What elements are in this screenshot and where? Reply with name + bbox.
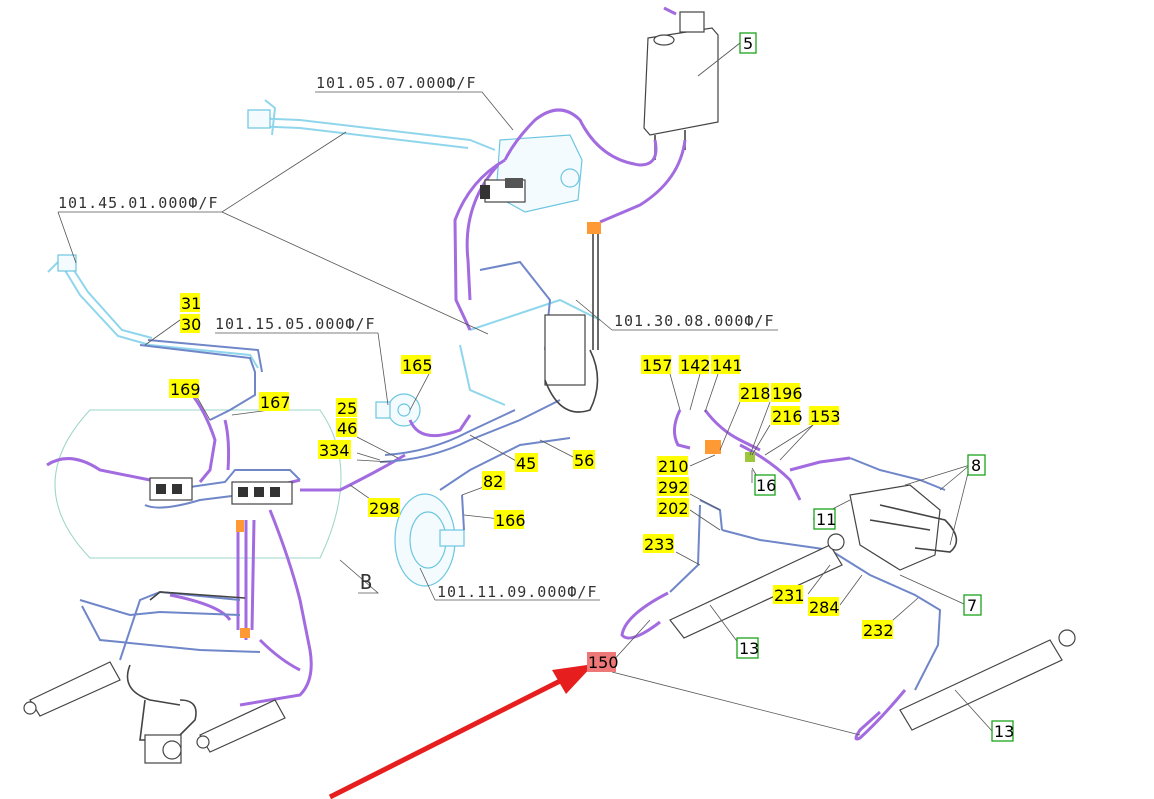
callout-298: 298 — [368, 498, 400, 518]
callout-157: 157 — [641, 355, 673, 375]
svg-text:31: 31 — [181, 294, 201, 313]
svg-text:8: 8 — [971, 456, 981, 475]
callout-284: 284 — [808, 597, 840, 617]
callout-232: 232 — [862, 620, 894, 640]
callout-216: 216 — [771, 406, 803, 426]
svg-text:232: 232 — [863, 621, 894, 640]
svg-text:157: 157 — [642, 356, 673, 375]
svg-text:13: 13 — [994, 722, 1014, 741]
svg-text:169: 169 — [170, 380, 201, 399]
callout-210: 210 — [657, 456, 689, 476]
svg-text:7: 7 — [967, 596, 977, 615]
callout-153: 153 — [809, 406, 841, 426]
callout-7: 7 — [963, 594, 982, 616]
svg-text:202: 202 — [658, 499, 689, 518]
callout-8: 8 — [967, 454, 986, 476]
svg-text:167: 167 — [260, 393, 291, 412]
purple-hoses — [46, 108, 907, 741]
svg-text:218: 218 — [740, 384, 771, 403]
callout-196: 196 — [771, 383, 803, 403]
callout-169: 169 — [169, 379, 201, 399]
ref-label: 101.11.09.000Ф/F — [437, 583, 598, 601]
svg-text:292: 292 — [658, 478, 689, 497]
callout-25: 25 — [336, 398, 357, 418]
callout-167: 167 — [259, 392, 291, 412]
svg-text:284: 284 — [809, 598, 840, 617]
cyan-top-linkage — [247, 99, 496, 151]
callout-13: 13 — [736, 637, 759, 659]
svg-text:82: 82 — [483, 472, 503, 491]
callout-165: 165 — [401, 355, 433, 375]
dark-hoses — [126, 232, 599, 741]
callout-150: 150 — [587, 652, 619, 672]
callout-46: 46 — [336, 418, 357, 438]
svg-text:165: 165 — [402, 356, 433, 375]
callout-202: 202 — [657, 498, 689, 518]
callout-334: 334 — [318, 440, 351, 460]
callout-82: 82 — [482, 471, 505, 491]
ref-label: 101.45.01.000Ф/F — [58, 194, 219, 212]
svg-text:25: 25 — [337, 399, 357, 418]
callout-30: 30 — [180, 314, 201, 334]
blue-pipes — [79, 260, 946, 691]
svg-text:30: 30 — [181, 315, 201, 334]
bottom-pump — [144, 699, 197, 764]
cyan-left-linkage — [47, 254, 259, 369]
callout-142: 142 — [679, 355, 711, 375]
svg-text:231: 231 — [774, 586, 805, 605]
oil-tank — [643, 6, 719, 160]
svg-text:216: 216 — [772, 407, 803, 426]
svg-text:46: 46 — [337, 419, 357, 438]
callout-16: 16 — [754, 474, 776, 496]
callout-31: 31 — [180, 293, 201, 313]
svg-text:141: 141 — [712, 356, 743, 375]
ref-label: 101.30.08.000Ф/F — [614, 312, 775, 330]
svg-text:142: 142 — [680, 356, 711, 375]
callout-218: 218 — [739, 383, 771, 403]
valve-blocks — [149, 178, 755, 638]
svg-text:11: 11 — [816, 510, 836, 529]
svg-text:334: 334 — [319, 441, 350, 460]
svg-text:16: 16 — [756, 476, 776, 495]
svg-text:13: 13 — [739, 639, 759, 658]
right-bracket — [849, 484, 958, 571]
ref-label: 101.15.05.000Ф/F — [215, 315, 376, 333]
svg-text:153: 153 — [810, 407, 841, 426]
callout-141: 141 — [711, 355, 743, 375]
callout-292: 292 — [657, 477, 689, 497]
svg-text:210: 210 — [658, 457, 689, 476]
callout-5: 5 — [739, 32, 757, 54]
svg-text:196: 196 — [772, 384, 803, 403]
ref-label: 101.05.07.000Ф/F — [316, 74, 477, 92]
hydraulic-cylinders — [23, 533, 1076, 753]
callout-11: 11 — [813, 508, 836, 530]
reference-numbers: 101.05.07.000Ф/F 101.45.01.000Ф/F 101.15… — [58, 74, 775, 601]
cyan-disc-center — [375, 393, 421, 427]
svg-text:150: 150 — [588, 653, 619, 672]
callout-231: 231 — [773, 585, 805, 605]
yellow-callouts: 31 30 169 167 165 25 46 334 298 82 45 56… — [169, 293, 894, 640]
cyan-disc-bottom — [394, 493, 465, 587]
red-callouts: 150 — [587, 652, 619, 672]
svg-text:166: 166 — [495, 511, 526, 530]
svg-text:298: 298 — [369, 499, 400, 518]
section-label: B — [360, 570, 373, 594]
callout-45: 45 — [515, 453, 538, 473]
callout-233: 233 — [643, 534, 675, 554]
svg-text:233: 233 — [644, 535, 675, 554]
callout-56: 56 — [573, 450, 595, 470]
svg-text:56: 56 — [574, 451, 594, 470]
callout-13: 13 — [991, 720, 1014, 742]
red-pointer-arrow — [328, 664, 594, 799]
ghost-tank-outline — [54, 409, 342, 559]
green-callouts: 5 8 16 11 7 13 13 — [736, 32, 1014, 742]
svg-text:45: 45 — [516, 454, 536, 473]
callout-166: 166 — [494, 510, 526, 530]
svg-text:5: 5 — [743, 34, 753, 53]
